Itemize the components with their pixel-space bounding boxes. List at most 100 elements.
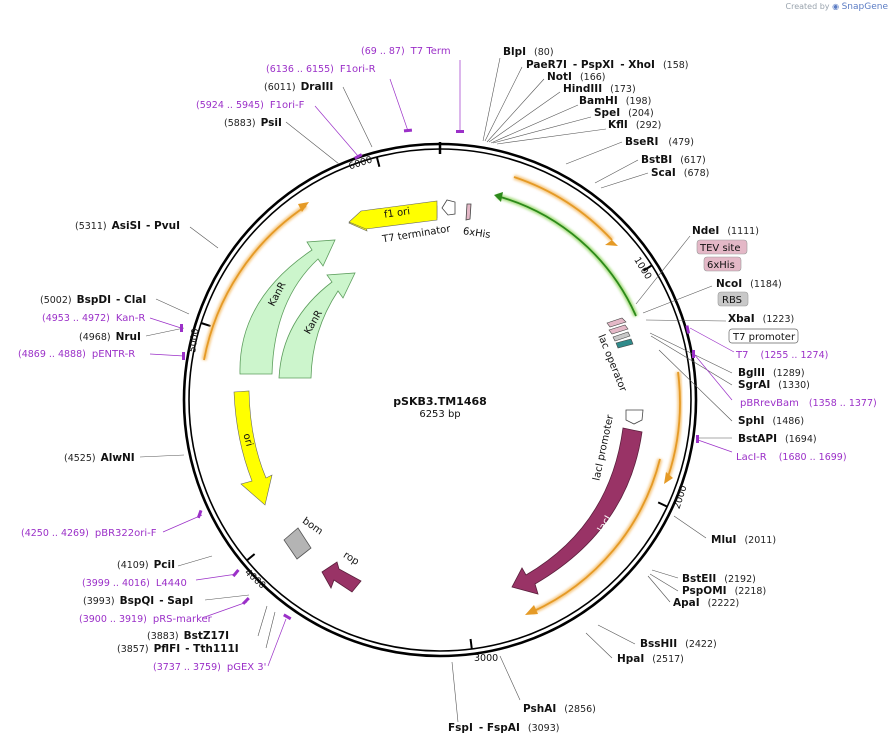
site-hpai: HpaI(2517)	[617, 653, 684, 665]
tick-4000: 4000	[242, 567, 267, 591]
orf-arrow-head	[664, 472, 673, 484]
tick-5000: 5000	[187, 328, 201, 353]
plasmid-length: 6253 bp	[419, 409, 460, 420]
bom-label: bom	[300, 516, 325, 538]
primer-kan-r: (4953 .. 4972)Kan-R	[42, 313, 145, 324]
rbs-box	[717, 291, 749, 307]
site-psii: (5883)PsiI	[224, 117, 282, 129]
ori-feature	[233, 390, 273, 506]
coordinate-tick-mark	[657, 501, 668, 508]
primer-t7-term: (69 .. 87)T7 Term	[361, 46, 451, 57]
site-ncoi: NcoI(1184)	[716, 278, 782, 290]
ori-label: ori	[241, 432, 255, 447]
t7-terminator-label: T7 terminator	[381, 224, 453, 246]
leader-lines	[139, 57, 733, 723]
site-xbai: XbaI(1223)	[728, 313, 794, 325]
primer-pgex-3: (3737 .. 3759)pGEX 3'	[153, 662, 266, 673]
primer-t7: T7(1255 .. 1274)	[735, 350, 828, 361]
site-bseri: BseRI(479)	[625, 136, 694, 148]
t7-promoter-box	[728, 328, 799, 344]
orf-arrow-head	[605, 240, 618, 246]
site-sgrai: SgrAI(1330)	[738, 379, 810, 391]
site-blpi: BlpI(80)	[503, 46, 554, 58]
restriction-site-labels: BlpI(80) PaeR7I- PspXI- XhoI(158) NotI(1…	[40, 46, 817, 734]
right-box-labels: TEV site 6xHis RBS T7 promoter	[696, 239, 799, 344]
t7-promoter-label: T7 promoter	[732, 332, 796, 343]
site-pcii: (4109)PciI	[117, 559, 175, 571]
primer-f1ori-r: (6136 .. 6155)F1ori-R	[266, 64, 376, 75]
credit-brand: SnapGene	[841, 2, 888, 12]
coordinate-tick-mark	[375, 156, 381, 167]
site-pspomi: PspOMI(2218)	[682, 585, 766, 597]
t7-terminator-feature	[441, 199, 456, 216]
orf-arrow-head	[525, 605, 538, 615]
6xhis-box-label: 6xHis	[707, 260, 735, 271]
kanr-feature-inner	[278, 272, 356, 379]
primer-labels: (69 .. 87)T7 Term (6136 .. 6155)F1ori-R …	[18, 46, 877, 673]
site-nrui: (4968)NruI	[79, 331, 141, 343]
site-paer7i: PaeR7I- PspXI- XhoI(158)	[526, 59, 688, 71]
site-bstbi: BstBI(617)	[641, 154, 706, 166]
site-asisi: (5311)AsiSI- PvuI	[75, 220, 180, 232]
primer-pbr322ori-f: (4250 .. 4269)pBR322ori-F	[21, 528, 157, 539]
rop-feature	[321, 561, 362, 593]
coordinate-tick-mark	[642, 264, 653, 272]
orf-arrow-head	[494, 192, 503, 202]
orf-arc-left	[203, 205, 307, 361]
site-bglii: BglII(1289)	[738, 367, 805, 379]
site-bspqi: (3993)BspQI- SapI	[83, 595, 193, 607]
site-scai: ScaI(678)	[651, 167, 709, 179]
site-apai: ApaI(2222)	[673, 597, 739, 609]
tev-site-label: TEV site	[699, 243, 741, 254]
snapgene-logo-icon: ◉	[832, 2, 840, 11]
tick-1000: 1000	[631, 255, 653, 281]
6xhis-feature	[465, 203, 472, 221]
6xhis-box	[703, 256, 742, 272]
primer-pentr-r: (4869 .. 4888)pENTR-R	[18, 349, 135, 360]
primer-markers	[180, 128, 699, 621]
site-pflfi: (3857)PflFI- Tth111I	[117, 643, 239, 655]
minor-ticks	[200, 156, 668, 650]
orf-arc-top-right	[513, 176, 613, 241]
site-spei: SpeI(204)	[594, 107, 654, 119]
coordinate-tick-mark	[200, 322, 211, 328]
site-bsshii: BssHII(2422)	[640, 638, 717, 650]
site-sphi: SphI(1486)	[738, 415, 804, 427]
site-pshai: PshAI(2856)	[523, 703, 596, 715]
orf-arc-right	[667, 371, 681, 478]
f1-ori-label: f1 ori	[383, 206, 410, 221]
site-fspi: FspI- FspAI(3093)	[448, 722, 559, 734]
site-bstz17i: (3883)BstZ17I	[147, 630, 229, 642]
primer-l4440: (3999 .. 4016)L4440	[82, 578, 187, 589]
backbone	[182, 142, 698, 658]
f1-ori-feature-body	[348, 200, 438, 230]
site-bamhi: BamHI(198)	[579, 95, 651, 107]
site-bsteii: BstEII(2192)	[682, 573, 756, 585]
site-bspdi: (5002)BspDI- ClaI	[40, 294, 146, 306]
6xhis-label: 6xHis	[462, 226, 491, 241]
lac-operator-feature	[606, 317, 634, 349]
laci-promoter-feature	[625, 409, 644, 425]
features: f1 ori T7 terminator 6xHis KanR KanR lac…	[233, 199, 644, 595]
rop-label: rop	[341, 550, 361, 568]
primer-laci-r: LacI-R(1680 .. 1699)	[736, 452, 847, 463]
orf-arcs	[201, 174, 683, 615]
primer-f1ori-f: (5924 .. 5945)F1ori-F	[196, 100, 305, 111]
primer-lines	[149, 60, 735, 667]
tev-site-box	[696, 239, 748, 255]
credit-text: Created by	[785, 2, 830, 11]
coordinate-tick-mark	[246, 553, 256, 562]
site-bstapi: BstAPI(1694)	[738, 433, 817, 445]
primer-prs-marker: (3900 .. 3919)pRS-marker	[79, 614, 213, 625]
site-mlui: MluI(2011)	[711, 534, 776, 546]
tick-6000: 6000	[347, 154, 373, 172]
plasmid-name: pSKB3.TM1468	[393, 395, 487, 408]
snapgene-credit: Created by ◉ SnapGene	[786, 2, 889, 12]
rbs-label: RBS	[722, 295, 742, 306]
primer-pbrrevbam: pBRrevBam(1358 .. 1377)	[740, 398, 877, 409]
orf-arrow-head	[298, 202, 309, 212]
orf-arc-green	[496, 195, 637, 317]
bom-feature	[283, 527, 312, 560]
tick-3000: 3000	[474, 653, 498, 664]
